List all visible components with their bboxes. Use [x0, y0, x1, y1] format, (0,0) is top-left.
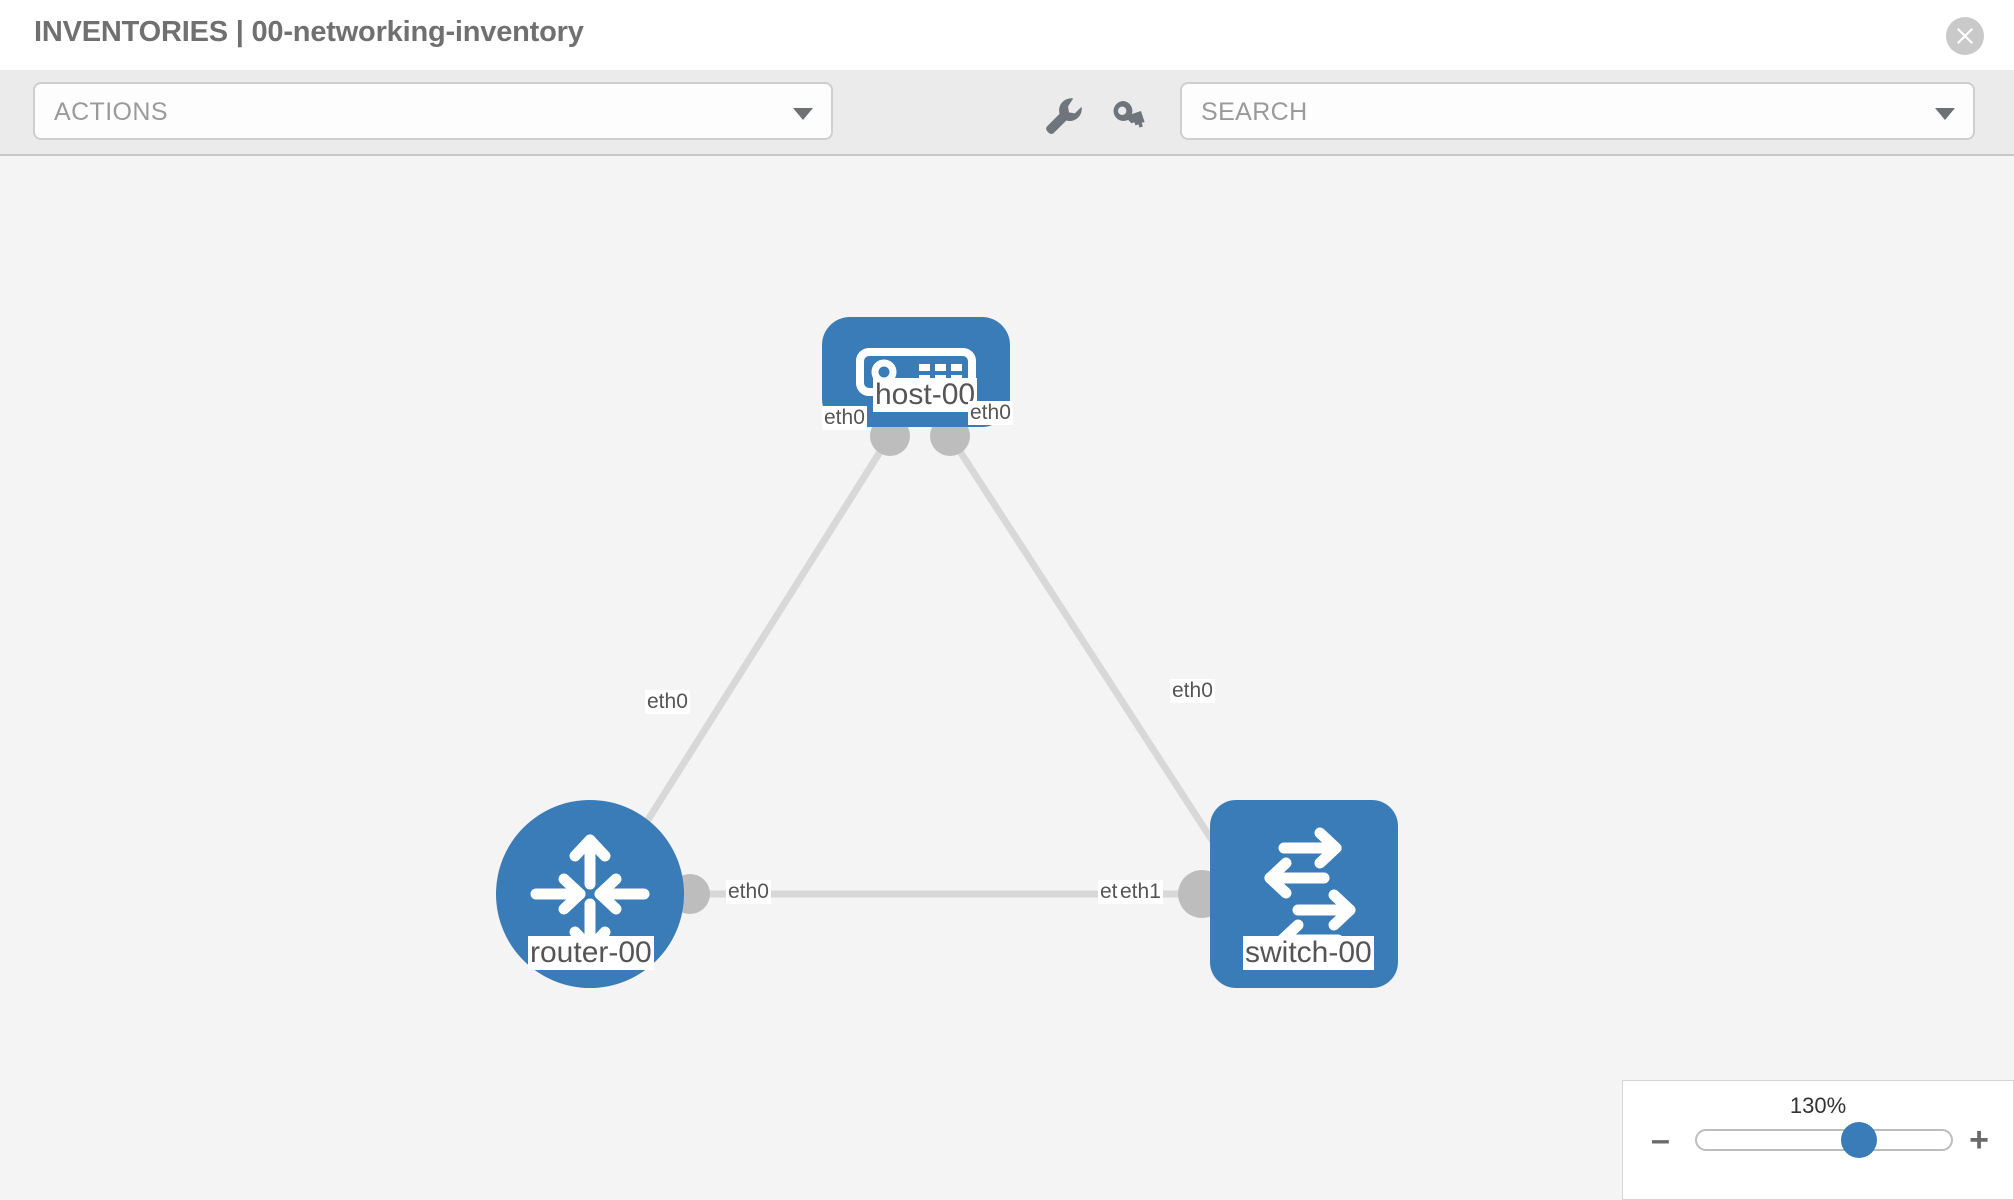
search-input[interactable]: SEARCH — [1180, 82, 1975, 140]
wrench-icon-glyph — [1046, 98, 1082, 134]
iface-label-host-left: eth0 — [822, 406, 867, 430]
actions-dropdown[interactable]: ACTIONS — [33, 82, 833, 140]
iface-label-router-to-host: eth0 — [645, 690, 690, 714]
link-host-switch[interactable] — [947, 434, 1248, 893]
zoom-slider[interactable] — [1695, 1129, 1953, 1151]
close-icon-glyph — [1957, 28, 1973, 44]
key-icon-glyph — [1113, 101, 1145, 128]
zoom-slider-thumb[interactable] — [1841, 1122, 1877, 1158]
topology-canvas[interactable]: host-00 router-00 switch-00 eth0 eth0 et… — [0, 156, 2014, 1200]
actions-dropdown-label: ACTIONS — [54, 98, 168, 126]
toolbar: ACTIONS SEARCH — [0, 70, 2014, 156]
zoom-level-value: 130% — [1789, 1093, 1847, 1118]
page-header: INVENTORIES | 00-networking-inventory — [0, 0, 2014, 70]
zoom-in-button[interactable]: + — [1969, 1121, 1989, 1159]
zoom-control-panel: 130% – + — [1622, 1080, 2014, 1200]
search-input-placeholder: SEARCH — [1201, 98, 1308, 126]
iface-label-switch-to-host: eth0 — [1170, 679, 1215, 703]
iface-label-host-right: eth0 — [968, 401, 1013, 425]
close-icon[interactable] — [1946, 17, 1984, 55]
iface-label-router-to-switch: eth0 — [726, 880, 771, 904]
wrench-icon[interactable] — [1040, 92, 1086, 138]
chevron-down-icon[interactable] — [1935, 108, 1955, 120]
iface-label-switch-to-router-b: eth1 — [1118, 880, 1163, 904]
node-label-router: router-00 — [528, 936, 654, 970]
topology-graph — [597, 416, 1259, 918]
key-icon[interactable] — [1108, 92, 1154, 138]
chevron-down-icon[interactable] — [793, 108, 813, 120]
node-label-switch: switch-00 — [1243, 936, 1374, 970]
zoom-out-button[interactable]: – — [1651, 1121, 1670, 1159]
node-label-host: host-00 — [873, 378, 978, 412]
page-title: INVENTORIES | 00-networking-inventory — [34, 16, 584, 48]
